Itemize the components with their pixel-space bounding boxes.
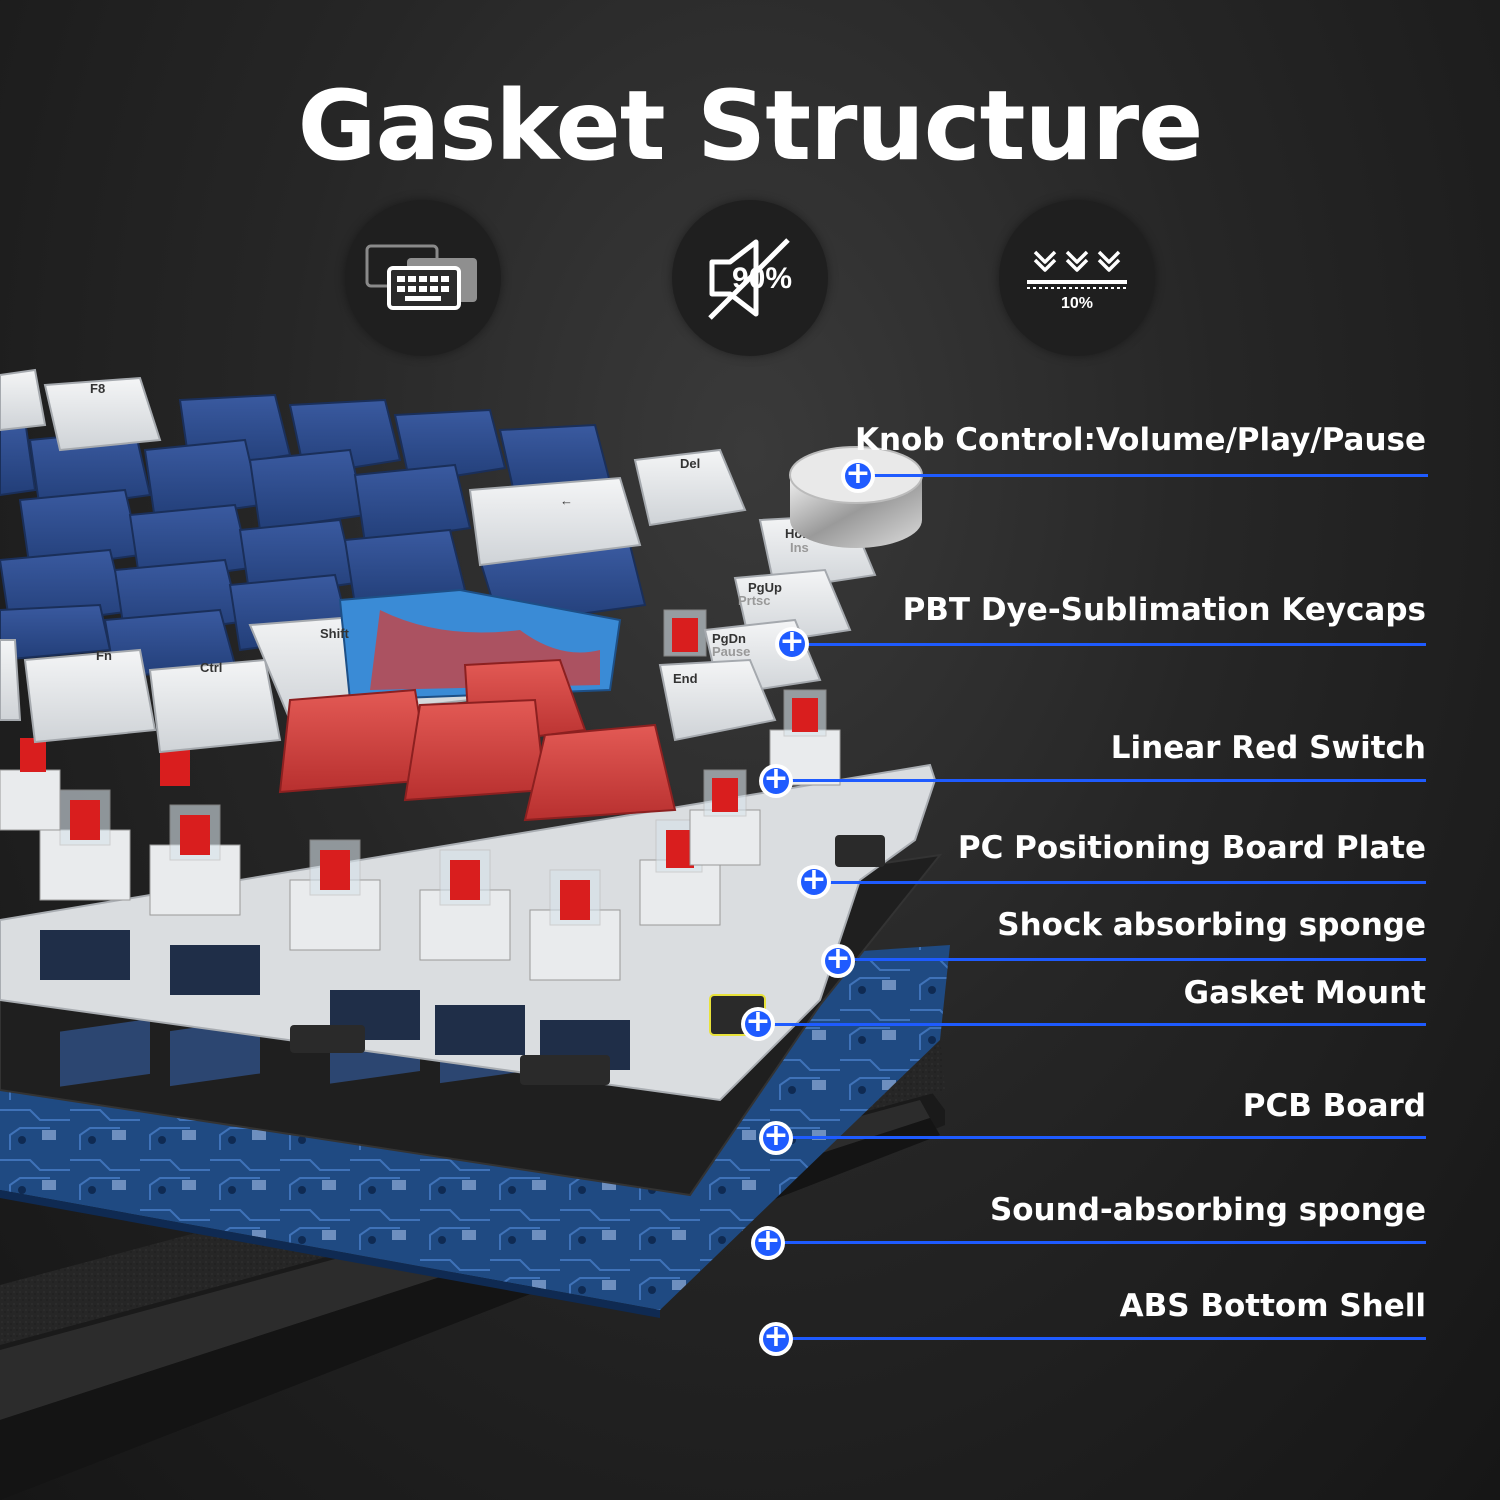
svg-text:PgDn: PgDn [712,631,746,646]
callout-switch: Linear Red Switch [1110,730,1426,766]
plus-marker-sound-sponge[interactable] [751,1223,785,1260]
leader-line-sound-sponge [768,1241,1426,1244]
plus-marker-pcb[interactable] [759,1118,793,1155]
noise-percent-label: 90% [732,262,792,295]
leader-line-shock-sponge [838,958,1426,961]
leader-line-gasket-mount [758,1023,1426,1026]
plus-marker-plate[interactable] [797,862,831,899]
plus-marker-switch[interactable] [759,761,793,798]
callout-keycaps: PBT Dye-Sublimation Keycaps [902,592,1426,628]
svg-text:Pause: Pause [712,644,750,659]
feature-badge-noise: 90% [672,200,828,356]
svg-text:←: ← [560,493,573,508]
noise-reduction-icon: 90% [708,238,792,320]
callout-knob-control: Knob Control:Volume/Play/Pause [854,422,1426,458]
svg-text:PgUp: PgUp [748,580,782,595]
leader-line-knob [858,474,1428,477]
plus-marker-bottom-shell[interactable] [759,1319,793,1356]
keyboard-layers-icon [365,244,477,310]
leader-line-switch [776,779,1426,782]
callout-shock-sponge: Shock absorbing sponge [997,907,1426,943]
feature-badge-compression: 10% [999,200,1155,356]
leader-line-plate [814,881,1426,884]
svg-text:End: End [673,671,698,686]
compression-percent-label: 10% [1061,295,1093,312]
leader-line-bottom-shell [776,1337,1426,1340]
plus-marker-keycaps[interactable] [775,624,809,661]
callout-pcb: PCB Board [1242,1088,1426,1124]
keycap-layer: Del Home Ins PgUp Prtsc PgDn Pause End S… [0,368,923,822]
callout-gasket-mount: Gasket Mount [1183,975,1426,1011]
svg-text:Fn: Fn [96,648,112,663]
switch-layer [0,609,841,981]
svg-text:Ctrl: Ctrl [200,660,222,675]
page-title: Gasket Structure [297,70,1204,182]
leader-line-pcb [776,1136,1426,1139]
callout-bottom-shell: ABS Bottom Shell [1119,1288,1426,1324]
callout-sound-sponge: Sound-absorbing sponge [989,1192,1426,1228]
svg-text:Ins: Ins [790,540,809,555]
callout-plate: PC Positioning Board Plate [957,830,1426,866]
svg-text:Del: Del [680,456,700,471]
leader-line-keycaps [792,643,1426,646]
svg-text:Shift: Shift [320,626,350,641]
compression-icon: 10% [1027,250,1127,312]
svg-text:Prtsc: Prtsc [738,593,771,608]
svg-text:F8: F8 [90,381,105,396]
plus-marker-knob[interactable] [841,456,875,493]
plus-marker-shock-sponge[interactable] [821,941,855,978]
plus-marker-gasket-mount[interactable] [741,1004,775,1041]
feature-badge-keyboard [345,200,501,356]
